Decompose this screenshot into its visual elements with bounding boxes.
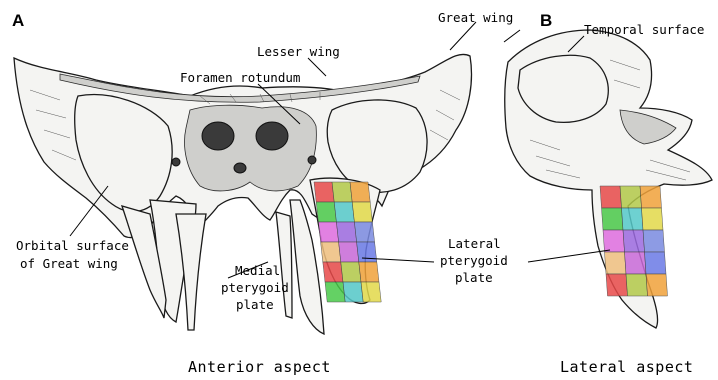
grid-cell <box>339 242 359 262</box>
grid-cell <box>646 274 668 296</box>
grid-cell <box>625 252 647 274</box>
grid-cell <box>645 252 667 274</box>
grid-cell <box>323 262 343 282</box>
label-lateral-pterygoid-line3: plate <box>455 270 493 285</box>
grid-cell <box>623 230 645 252</box>
label-orbital-surface-line1: Orbital surface <box>16 238 129 253</box>
label-lateral-pterygoid-line2: pterygoid <box>440 253 508 268</box>
grid-cell <box>352 202 372 222</box>
label-medial-pterygoid-line1: Medial <box>235 263 280 278</box>
grid-cell <box>341 262 361 282</box>
label-great-wing: Great wing <box>438 10 513 25</box>
label-orbital-surface-line2: of Great wing <box>20 256 118 271</box>
label-lesser-wing: Lesser wing <box>257 44 340 59</box>
grid-cell <box>332 182 352 202</box>
grid-cell <box>316 202 336 222</box>
grid-cell <box>640 186 662 208</box>
panel-letter-b: B <box>540 11 552 30</box>
label-medial-pterygoid-line3: plate <box>236 297 274 312</box>
grid-cell <box>334 202 354 222</box>
label-lateral-pterygoid-line1: Lateral <box>448 236 501 251</box>
grid-cell <box>361 282 381 302</box>
panel-letter-a: A <box>12 11 24 30</box>
grid-cell <box>643 230 665 252</box>
grid-cell <box>350 182 370 202</box>
grid-cell <box>606 274 628 296</box>
grid-cell <box>321 242 341 262</box>
grid-cell <box>314 182 334 202</box>
grid-cell <box>626 274 648 296</box>
grid-cell <box>622 208 644 230</box>
label-temporal-surface: Temporal surface <box>584 22 704 37</box>
label-foramen-rotundum: Foramen rotundum <box>180 70 300 85</box>
grid-cell <box>359 262 379 282</box>
grid-cell <box>600 186 622 208</box>
grid-cell <box>354 222 374 242</box>
grid-cell <box>603 230 625 252</box>
grid-cell <box>336 222 356 242</box>
grid-cell <box>318 222 338 242</box>
caption-anterior-aspect: Anterior aspect <box>188 358 331 376</box>
grid-cell <box>605 252 627 274</box>
grid-cell <box>343 282 363 302</box>
label-medial-pterygoid-line2: pterygoid <box>221 280 289 295</box>
lateral-pterygoid-color-grid <box>600 186 668 296</box>
grid-cell <box>642 208 664 230</box>
grid-cell <box>325 282 345 302</box>
grid-cell <box>620 186 642 208</box>
caption-lateral-aspect: Lateral aspect <box>560 358 693 376</box>
grid-cell <box>602 208 624 230</box>
